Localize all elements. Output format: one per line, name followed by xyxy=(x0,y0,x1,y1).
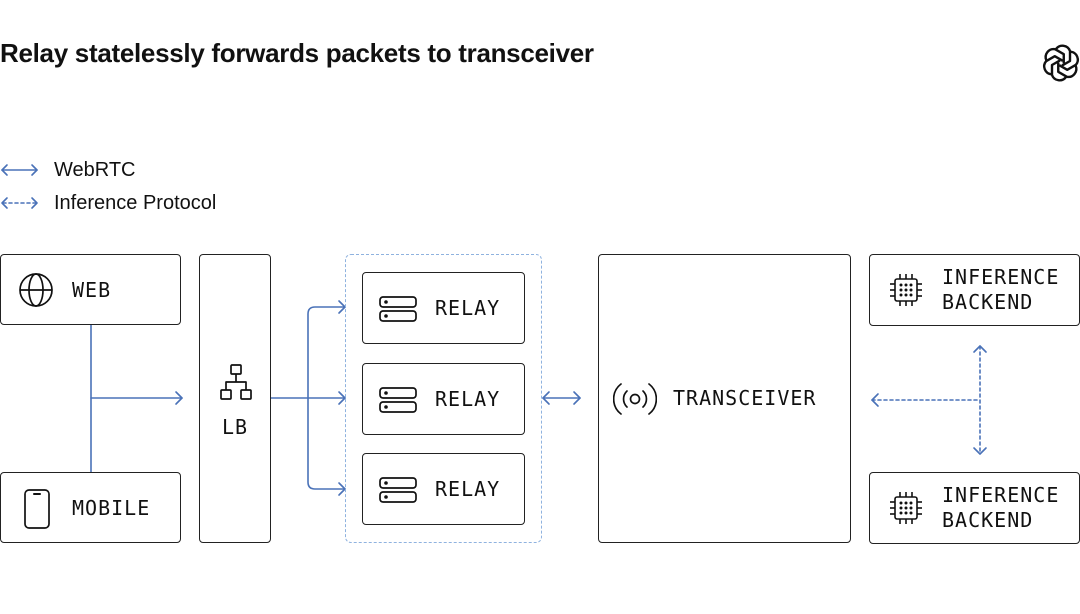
transceiver-label: TRANSCEIVER xyxy=(673,386,817,410)
relay-node: RELAY xyxy=(362,453,525,525)
chip-icon xyxy=(890,492,922,524)
relay-node: RELAY xyxy=(362,363,525,435)
transceiver-node: TRANSCEIVER xyxy=(598,254,851,543)
inference-backend-line2: BACKEND xyxy=(942,508,1034,532)
server-icon xyxy=(379,296,417,322)
inference-backend-line1: INFERENCE xyxy=(942,483,1060,507)
relay-node: RELAY xyxy=(362,272,525,344)
inference-backend-node: INFERENCE BACKEND xyxy=(869,472,1080,544)
legend-label-inference-protocol: Inference Protocol xyxy=(54,191,217,214)
legend-webrtc: WebRTC xyxy=(0,158,136,182)
web-node: WEB xyxy=(0,254,181,325)
server-icon xyxy=(379,387,417,413)
inference-backend-label: INFERENCE BACKEND xyxy=(942,265,1059,315)
load-balancer-node: LB xyxy=(199,254,271,543)
broadcast-icon xyxy=(613,383,657,415)
mobile-node: MOBILE xyxy=(0,472,181,543)
relay-label: RELAY xyxy=(435,477,501,501)
relay-group xyxy=(345,254,542,543)
solid-double-arrow-icon xyxy=(1,164,38,176)
mobile-label: MOBILE xyxy=(72,496,151,520)
diagram-title: Relay statelessly forwards packets to tr… xyxy=(0,38,594,68)
inference-backend-label: INFERENCE BACKEND xyxy=(942,483,1059,533)
lb-label: LB xyxy=(221,415,249,439)
legend-inference-protocol: Inference Protocol xyxy=(0,191,216,215)
legend-label-webrtc: WebRTC xyxy=(54,158,136,181)
relay-label: RELAY xyxy=(435,296,501,320)
server-icon xyxy=(379,477,417,503)
chip-icon xyxy=(890,274,922,306)
network-tree-icon xyxy=(220,364,252,400)
relay-label: RELAY xyxy=(435,387,501,411)
inference-backend-node: INFERENCE BACKEND xyxy=(869,254,1080,326)
phone-icon xyxy=(24,489,50,529)
inference-backend-line1: INFERENCE xyxy=(942,265,1060,289)
inference-backend-line2: BACKEND xyxy=(942,290,1034,314)
globe-icon xyxy=(19,273,53,307)
dashed-double-arrow-icon xyxy=(1,197,38,209)
web-label: WEB xyxy=(72,278,112,302)
openai-logo xyxy=(1043,44,1079,82)
